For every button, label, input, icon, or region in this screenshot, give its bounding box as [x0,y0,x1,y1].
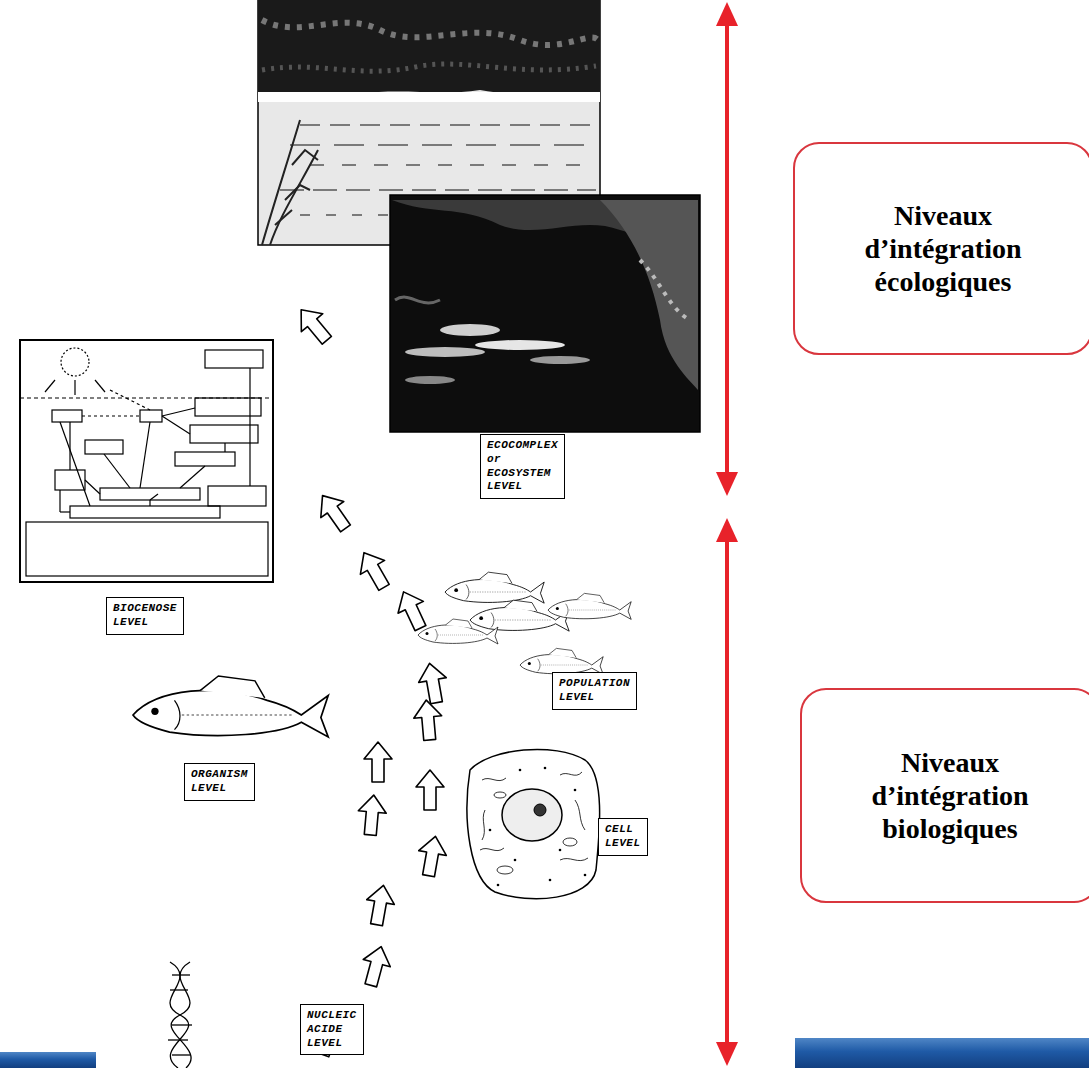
fish-organism [133,676,328,737]
level-name: NUCLEIC ACIDE LEVEL [307,1009,357,1050]
river-photo [390,195,700,432]
category-title: Niveaux d’intégration biologiques [825,746,1075,845]
dna-helix [168,962,192,1068]
level-label: POPULATION LEVEL [552,672,637,710]
food-web-diagram [20,340,273,582]
progression-arrow [290,301,450,1060]
footer-bar [0,1052,96,1068]
category-box: Niveaux d’intégration biologiques [800,688,1089,903]
level-label: BIOCENOSE LEVEL [106,597,184,635]
level-label: CELL LEVEL [598,818,648,856]
level-name: POPULATION LEVEL [559,677,630,705]
category-title: Niveaux d’intégration écologiques [818,199,1068,298]
cell-drawing [467,749,600,898]
bracket-arrow [716,518,738,1066]
bracket-arrow [716,2,738,496]
level-name: CELL LEVEL [605,823,641,851]
level-name: BIOCENOSE LEVEL [113,602,177,630]
footer-bar [795,1038,1089,1068]
level-label: ORGANISM LEVEL [184,763,255,801]
level-name: ECOCOMPLEX or ECOSYSTEM LEVEL [487,439,558,494]
fish-school [418,572,631,674]
level-label: ECOCOMPLEX or ECOSYSTEM LEVEL [480,434,565,499]
level-name: ORGANISM LEVEL [191,768,248,796]
level-label: NUCLEIC ACIDE LEVEL [300,1004,364,1055]
category-box: Niveaux d’intégration écologiques [793,142,1089,355]
